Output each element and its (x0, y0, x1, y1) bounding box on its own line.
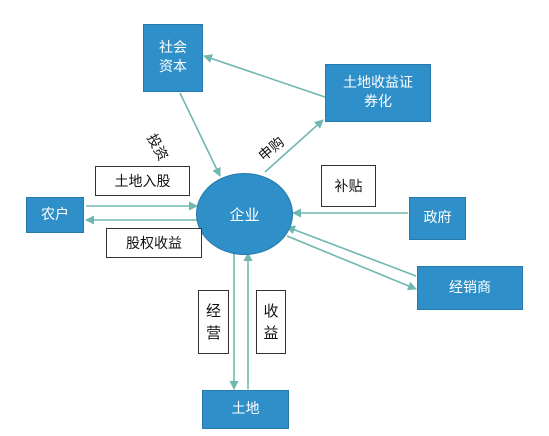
node-social-capital-label: 社会 资本 (159, 40, 187, 75)
label-equity-income: 股权收益 (106, 228, 202, 258)
node-land: 土地 (202, 390, 289, 429)
label-operation: 经 营 (198, 290, 229, 354)
node-land-label: 土地 (231, 401, 260, 417)
label-income: 收 益 (256, 290, 286, 354)
node-government-label: 政府 (423, 210, 452, 226)
node-enterprise: 企业 (196, 173, 293, 255)
node-distributor-label: 经销商 (449, 279, 491, 296)
node-land-certificate-label: 土地收益证 券化 (343, 75, 413, 110)
arrow-certificate-to-social-capital (203, 54, 326, 98)
label-operation-text: 经 营 (205, 302, 221, 342)
label-equity-income-text: 股权收益 (126, 236, 182, 252)
node-social-capital: 社会 资本 (143, 24, 203, 92)
arrow-distributor-to-enterprise (286, 225, 417, 277)
label-income-text: 收 益 (263, 302, 279, 342)
node-government: 政府 (409, 197, 466, 240)
label-subsidy-text: 补贴 (334, 179, 363, 195)
arrow-social-capital-to-enterprise (179, 92, 221, 177)
node-farmer-label: 农户 (41, 206, 69, 223)
node-distributor: 经销商 (417, 266, 523, 310)
node-farmer: 农户 (26, 197, 84, 233)
node-enterprise-label: 企业 (229, 205, 260, 224)
arrow-enterprise-to-certificate (264, 119, 324, 173)
label-subsidy: 补贴 (321, 165, 376, 207)
node-land-certificate: 土地收益证 券化 (325, 64, 431, 122)
arrow-enterprise-to-distributor (286, 235, 417, 291)
label-land-shares: 土地入股 (95, 166, 190, 196)
label-land-shares-text: 土地入股 (114, 174, 171, 190)
